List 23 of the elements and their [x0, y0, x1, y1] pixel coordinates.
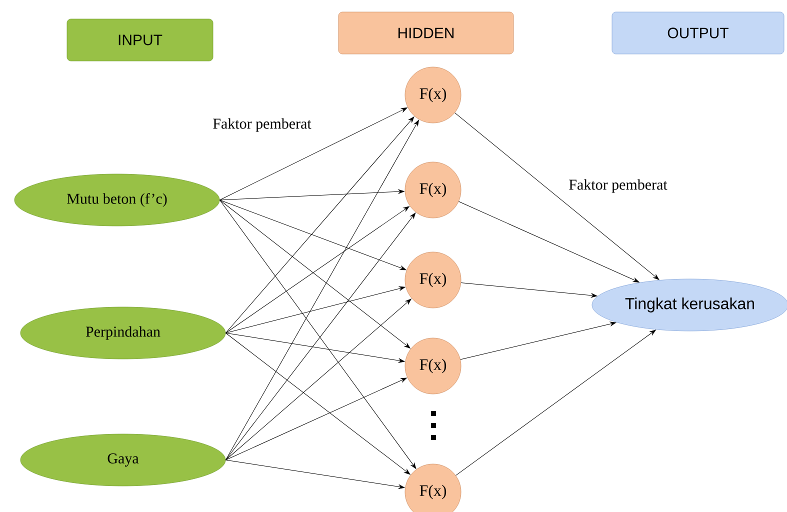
arrow: [460, 282, 598, 298]
arrow: [225, 298, 412, 460]
arrow: [225, 116, 414, 334]
arrow: [225, 332, 410, 475]
weight-label: Faktor pemberat: [569, 179, 668, 193]
weight-label: Faktor pemberat: [213, 118, 312, 132]
arrow: [458, 201, 640, 282]
arrow: [225, 332, 405, 363]
arrow: [460, 322, 616, 360]
layer-header: INPUT: [66, 18, 214, 62]
arrow: [225, 286, 406, 334]
arrow: [456, 330, 656, 476]
arrow: [219, 200, 406, 270]
arrow: [225, 206, 410, 334]
arrow: [454, 112, 660, 280]
arrow: [219, 189, 404, 200]
layer-header: OUTPUT: [612, 12, 784, 54]
arrow: [225, 378, 407, 460]
arrow: [219, 108, 408, 200]
arrow: [225, 120, 419, 460]
layer-header: HIDDEN: [338, 12, 514, 54]
arrow: [219, 200, 410, 348]
arrow: [225, 460, 405, 489]
